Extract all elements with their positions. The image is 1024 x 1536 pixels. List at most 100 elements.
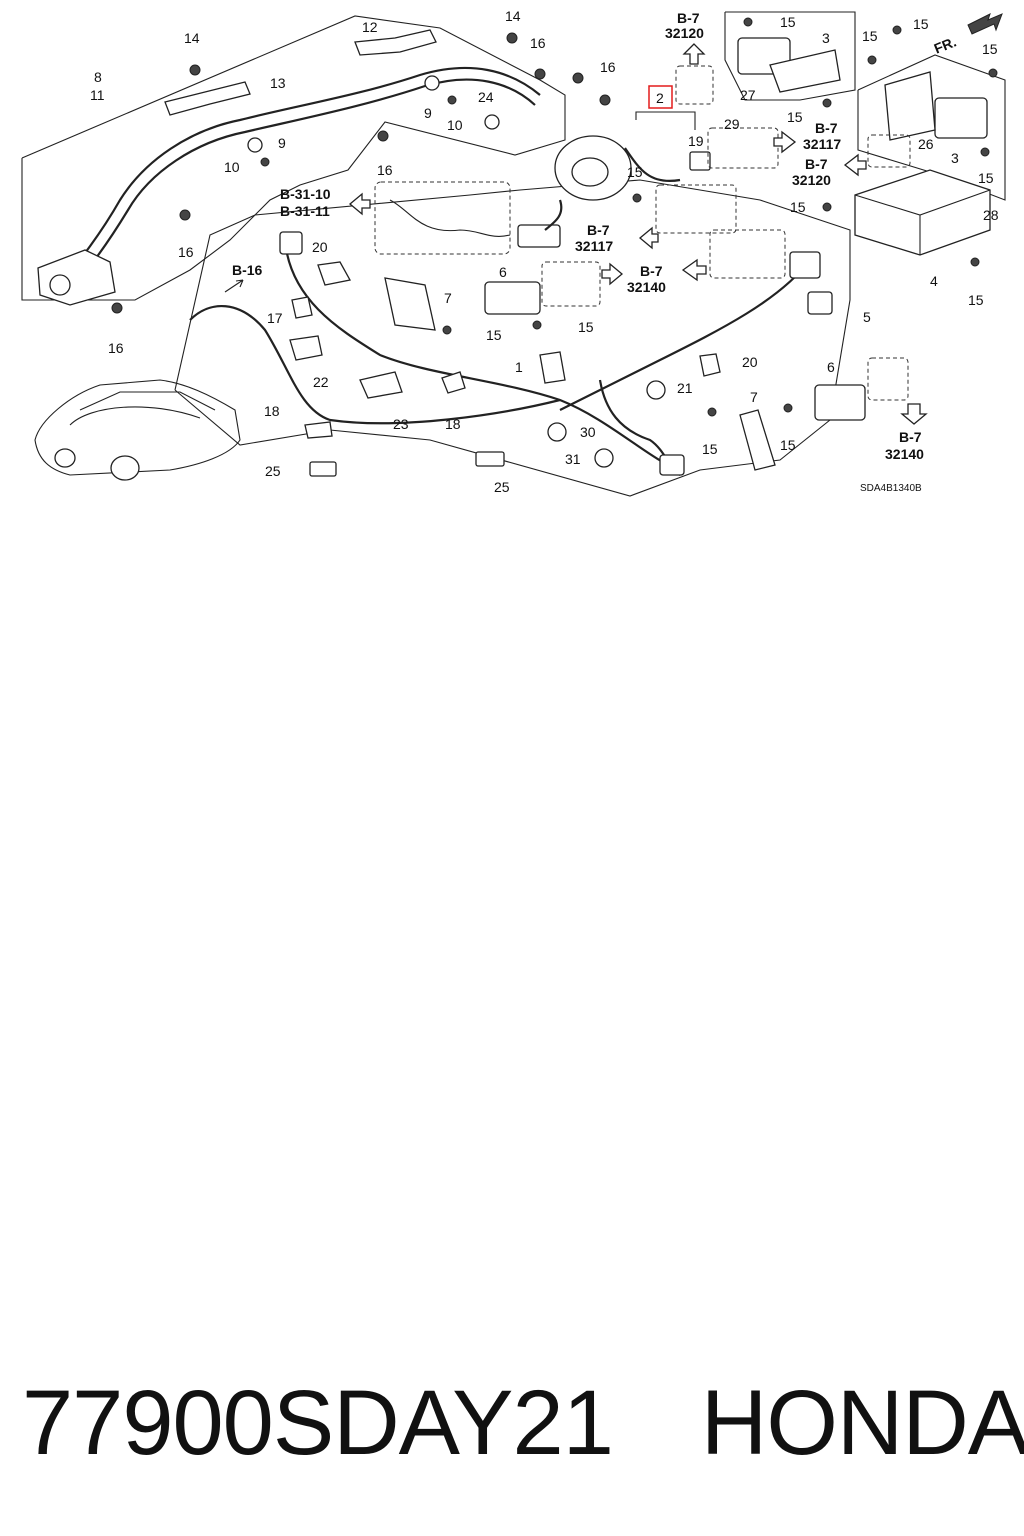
callout-16[interactable]: 16 <box>108 340 124 356</box>
callout-13[interactable]: 13 <box>270 75 286 91</box>
arrow-right-32117 <box>773 130 797 154</box>
callout-2[interactable]: 2 <box>656 90 664 106</box>
callout-3[interactable]: 3 <box>822 30 830 46</box>
callout-15[interactable]: 15 <box>780 14 796 30</box>
ref-b7-code[interactable]: 32140 <box>885 446 924 462</box>
ref-b7-label[interactable]: B-7 <box>640 263 663 279</box>
callout-15[interactable]: 15 <box>862 28 878 44</box>
callout-15[interactable]: 15 <box>702 441 718 457</box>
callout-16[interactable]: 16 <box>377 162 393 178</box>
callout-15[interactable]: 15 <box>780 437 796 453</box>
sensor-6a <box>484 281 541 315</box>
callout-19[interactable]: 19 <box>688 133 704 149</box>
callout-17[interactable]: 17 <box>267 310 283 326</box>
ref-b7-label[interactable]: B-7 <box>677 10 700 26</box>
bolt-15m <box>783 403 793 413</box>
ref-b7-code[interactable]: 32120 <box>665 25 704 41</box>
ref-b7-label[interactable]: B-7 <box>805 156 828 172</box>
callout-15[interactable]: 15 <box>787 109 803 125</box>
ref-b7-label[interactable]: B-7 <box>587 222 610 238</box>
callout-7[interactable]: 7 <box>750 389 758 405</box>
arrow-left-b31 <box>348 192 371 216</box>
callout-10[interactable]: 10 <box>224 159 240 175</box>
callout-25[interactable]: 25 <box>494 479 510 495</box>
callout-16[interactable]: 16 <box>600 59 616 75</box>
front-label: FR. <box>932 33 959 56</box>
callout-18[interactable]: 18 <box>264 403 280 419</box>
bolt-16a <box>534 68 546 80</box>
callout-15[interactable]: 15 <box>982 41 998 57</box>
bracket-7b <box>739 409 776 471</box>
callout-25[interactable]: 25 <box>265 463 281 479</box>
bolt-15l <box>707 407 717 417</box>
bolt-14a <box>189 64 201 76</box>
detail-box-b7-32120-right <box>867 134 911 168</box>
callout-21[interactable]: 21 <box>677 380 693 396</box>
callout-7[interactable]: 7 <box>444 290 452 306</box>
callout-15[interactable]: 15 <box>790 199 806 215</box>
callout-16[interactable]: 16 <box>178 244 194 260</box>
callout-9[interactable]: 9 <box>424 105 432 121</box>
callout-30[interactable]: 30 <box>580 424 596 440</box>
bolt-14b <box>506 32 518 44</box>
ref-b7-code[interactable]: 32117 <box>803 136 841 152</box>
callout-15[interactable]: 15 <box>627 164 643 180</box>
callout-9[interactable]: 9 <box>278 135 286 151</box>
callout-1[interactable]: 1 <box>515 359 523 375</box>
sensor-3b <box>934 97 988 139</box>
callout-26[interactable]: 26 <box>918 136 934 152</box>
callout-6[interactable]: 6 <box>827 359 835 375</box>
ref-b7-label[interactable]: B-7 <box>815 120 838 136</box>
clip-20b <box>699 353 721 377</box>
clip-23 <box>359 371 403 399</box>
bolt-15a <box>743 17 753 27</box>
bolt-15j <box>442 325 452 335</box>
ref-b16[interactable]: B-16 <box>232 262 263 278</box>
grommet-9b <box>247 137 263 153</box>
detail-box-b7-32117-right <box>707 127 779 169</box>
callout-15[interactable]: 15 <box>978 170 994 186</box>
callout-23[interactable]: 23 <box>393 416 409 432</box>
clip-30 <box>547 422 567 442</box>
bolt-16d <box>179 209 191 221</box>
callout-5[interactable]: 5 <box>863 309 871 325</box>
group-outline-harness <box>174 179 851 497</box>
callout-4[interactable]: 4 <box>930 273 938 289</box>
ref-b31-11[interactable]: B-31-11 <box>280 203 330 219</box>
callout-15[interactable]: 15 <box>913 16 929 32</box>
callout-14[interactable]: 14 <box>184 30 200 46</box>
callout-11[interactable]: 11 <box>90 87 105 103</box>
bolt-24 <box>484 114 500 130</box>
callout-20[interactable]: 20 <box>742 354 758 370</box>
callout-27[interactable]: 27 <box>740 87 756 103</box>
harness-connector-top <box>789 251 821 279</box>
callout-3[interactable]: 3 <box>951 150 959 166</box>
callout-15[interactable]: 15 <box>968 292 984 308</box>
sensor-6b <box>814 384 866 421</box>
ref-b7-code[interactable]: 32117 <box>575 238 613 254</box>
callout-28[interactable]: 28 <box>983 207 999 223</box>
callout-22[interactable]: 22 <box>313 374 329 390</box>
callout-6[interactable]: 6 <box>499 264 507 280</box>
ref-b7-code[interactable]: 32120 <box>792 172 831 188</box>
callout-12[interactable]: 12 <box>362 19 378 35</box>
callout-20[interactable]: 20 <box>312 239 328 255</box>
ref-b7-label[interactable]: B-7 <box>899 429 922 445</box>
callout-29[interactable]: 29 <box>724 116 740 132</box>
callout-18[interactable]: 18 <box>445 416 461 432</box>
callout-10[interactable]: 10 <box>447 117 463 133</box>
arrow-down-32140 <box>900 403 928 425</box>
callout-14[interactable]: 14 <box>505 8 521 24</box>
clip-31 <box>594 448 614 468</box>
ref-b31-10[interactable]: B-31-10 <box>280 186 331 202</box>
clip-18b <box>304 421 333 439</box>
callout-15[interactable]: 15 <box>578 319 594 335</box>
callout-16[interactable]: 16 <box>530 35 546 51</box>
detail-b31-wire <box>389 199 511 237</box>
callout-24[interactable]: 24 <box>478 89 494 105</box>
callout-8[interactable]: 8 <box>94 69 102 85</box>
ref-b7-code[interactable]: 32140 <box>627 279 666 295</box>
cable-reel-lead <box>544 199 563 231</box>
callout-31[interactable]: 31 <box>565 451 581 467</box>
callout-15[interactable]: 15 <box>486 327 502 343</box>
